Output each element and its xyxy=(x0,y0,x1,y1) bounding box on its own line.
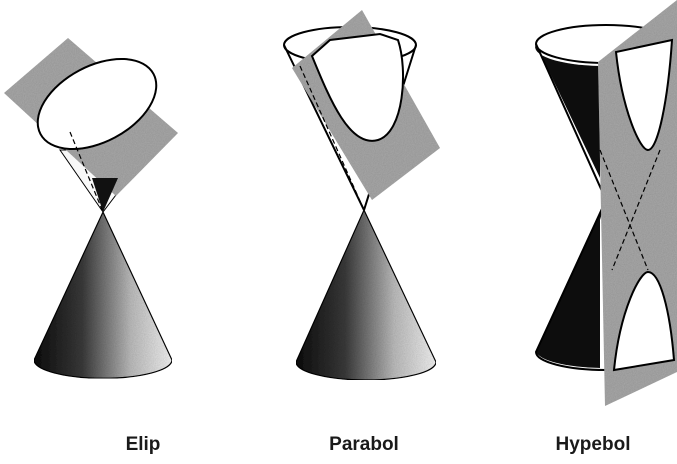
ellipse-panel xyxy=(4,38,178,378)
hyperbola-panel xyxy=(535,0,677,406)
parabola-panel xyxy=(284,10,440,380)
ellipse-caption: Elip xyxy=(126,434,161,456)
parabola-lower-cone xyxy=(296,210,436,380)
hyperbola-caption: Hypebol xyxy=(556,434,631,456)
hyperbola-lower-cone-shade xyxy=(536,200,606,368)
parabola-caption: Parabol xyxy=(329,434,399,456)
ellipse-lower-cone xyxy=(34,212,172,378)
